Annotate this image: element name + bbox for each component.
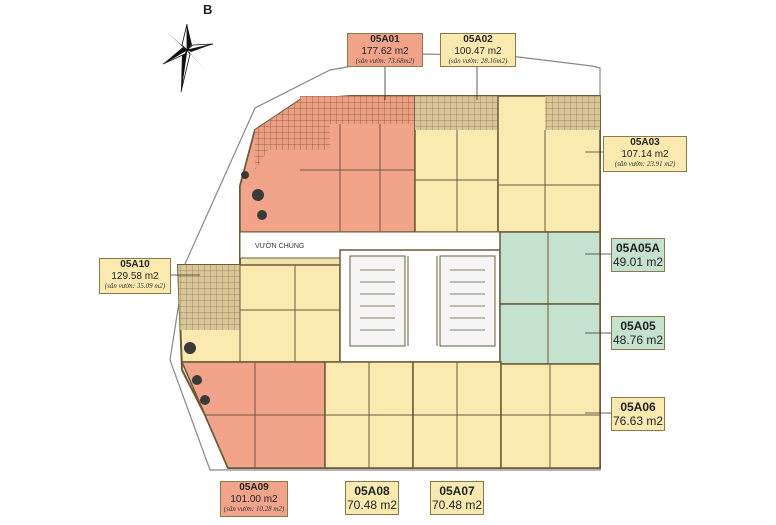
unit-05A10-label: 05A10 129.58 m2 (sân vườn: 35.09 m2) (99, 258, 171, 294)
unit-05A03-label: 05A03 107.14 m2 (sân vườn: 23.91 m2) (603, 136, 687, 172)
unit-05A07-label: 05A07 70.48 m2 (430, 481, 484, 515)
compass-north-letter: B (203, 2, 213, 17)
unit-area: 101.00 m2 (230, 493, 278, 505)
unit-garden-area: (sân vườn: 35.09 m2) (104, 282, 166, 290)
unit-05A05-label: 05A05 48.76 m2 (611, 316, 665, 350)
common-area-label: VƯỜN CHUNG (255, 243, 305, 250)
unit-code: 05A08 (354, 484, 390, 498)
unit-code: 05A06 (620, 400, 656, 414)
unit-code: 05A02 (463, 34, 493, 45)
unit-05A06-area (500, 363, 601, 469)
unit-05A09-label: 05A09 101.00 m2 (sân vườn: 10.28 m2) (220, 481, 288, 517)
unit-area: 70.48 m2 (346, 497, 398, 512)
landscape-trees (184, 171, 267, 405)
unit-05A07-area (412, 361, 502, 469)
unit-05A05-area (499, 303, 601, 365)
unit-code: 05A01 (370, 34, 400, 45)
unit-05A01-area (239, 95, 416, 233)
unit-code: 05A05 (620, 319, 656, 333)
unit-area: 129.58 m2 (111, 270, 159, 282)
unit-garden-area: (sân vườn: 28.16m2) (448, 57, 508, 65)
unit-area: 48.76 m2 (612, 332, 664, 347)
building-core (339, 249, 501, 363)
unit-garden-area: (sân vườn: 23.91 m2) (614, 160, 676, 168)
unit-05A02-label: 05A02 100.47 m2 (sân vườn: 28.16m2) (440, 33, 516, 67)
unit-05A05A-area (499, 231, 601, 305)
unit-garden-area: (sân vườn: 73.68m2) (355, 57, 415, 65)
unit-05A03-area (497, 95, 601, 233)
unit-code: 05A07 (439, 484, 475, 498)
unit-area: 49.01 m2 (612, 254, 664, 269)
unit-code: 05A03 (630, 137, 660, 148)
unit-area: 76.63 m2 (612, 413, 664, 428)
unit-05A05A-label: 05A05A 49.01 m2 (611, 238, 665, 272)
unit-05A08-area (324, 361, 414, 469)
unit-05A02-area (414, 95, 499, 233)
site-boundary (169, 53, 601, 471)
compass-rose-icon (162, 23, 214, 93)
unit-05A08-label: 05A08 70.48 m2 (345, 481, 399, 515)
unit-05A01-label: 05A01 177.62 m2 (sân vườn: 73.68m2) (347, 33, 423, 67)
leader-lines (170, 66, 611, 414)
unit-garden-area: (sân vườn: 10.28 m2) (223, 505, 285, 513)
unit-code: 05A09 (239, 482, 269, 493)
unit-05A09-area (180, 361, 326, 469)
unit-area: 70.48 m2 (431, 497, 483, 512)
unit-area: 100.47 m2 (454, 45, 502, 57)
unit-area: 177.62 m2 (361, 45, 409, 57)
unit-code: 05A05A (615, 241, 661, 255)
unit-code: 05A10 (120, 259, 150, 270)
unit-area: 107.14 m2 (621, 148, 669, 160)
unit-05A06-label: 05A06 76.63 m2 (611, 397, 665, 431)
unit-05A10-area (177, 264, 341, 363)
